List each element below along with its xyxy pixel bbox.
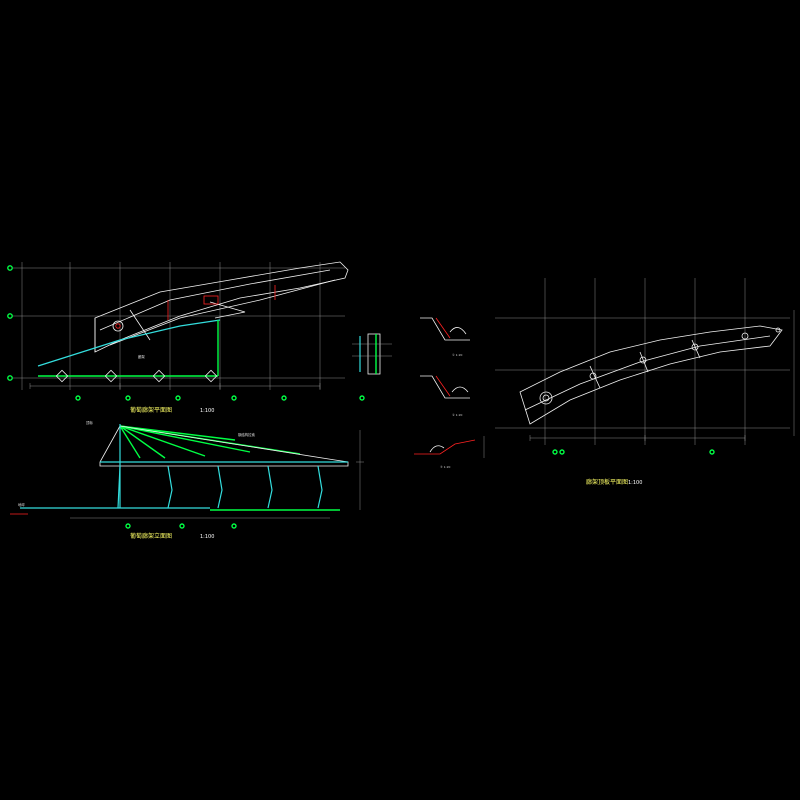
detail-1: ① 1:20 xyxy=(420,317,470,357)
elevation-scale: 1:100 xyxy=(200,534,214,540)
elevation-columns xyxy=(117,465,323,509)
detail-3: ③ 1:20 xyxy=(414,436,485,469)
plan-view: 廊架 葡萄廊架平面图 1:100 xyxy=(7,261,349,414)
detail-3-label: ③ 1:20 xyxy=(440,465,450,469)
roof-plan-view: 廊架顶板平面图 1:100 xyxy=(495,278,795,486)
elevation-dimensions xyxy=(70,430,364,529)
elevation-roof xyxy=(99,424,349,508)
roof-dimensions xyxy=(529,435,746,455)
plan-area-note: 廊架 xyxy=(138,354,145,359)
detail-2: ② 1:20 xyxy=(420,375,470,417)
column-section-detail xyxy=(352,333,392,401)
plan-columns xyxy=(55,369,218,383)
plan-structure xyxy=(37,285,276,377)
plan-canopy-outline xyxy=(94,261,349,353)
elevation-left-note: 地坪 xyxy=(18,502,25,507)
roof-plan-title: 廊架顶板平面图 xyxy=(586,478,628,486)
plan-title: 葡萄廊架平面图 xyxy=(130,406,172,414)
elevation-ground xyxy=(10,507,340,515)
elevation-cables xyxy=(119,425,301,459)
elevation-callout: 钢结构拉索 xyxy=(238,432,256,437)
elevation-title: 葡萄廊架立面图 xyxy=(130,532,172,540)
elevation-view: 钢结构拉索 地坪 顶标 葡萄廊架立面图 1:100 xyxy=(10,420,364,540)
roof-outline xyxy=(519,325,783,425)
roof-plan-scale: 1:100 xyxy=(628,480,642,486)
plan-grid-bubbles xyxy=(7,265,13,381)
detail-2-label: ② 1:20 xyxy=(452,413,462,417)
plan-scale: 1:100 xyxy=(200,408,214,414)
detail-1-label: ① 1:20 xyxy=(452,353,462,357)
plan-dimensions xyxy=(29,383,321,401)
roof-grid xyxy=(495,278,795,445)
elevation-top-note: 顶标 xyxy=(86,420,93,425)
